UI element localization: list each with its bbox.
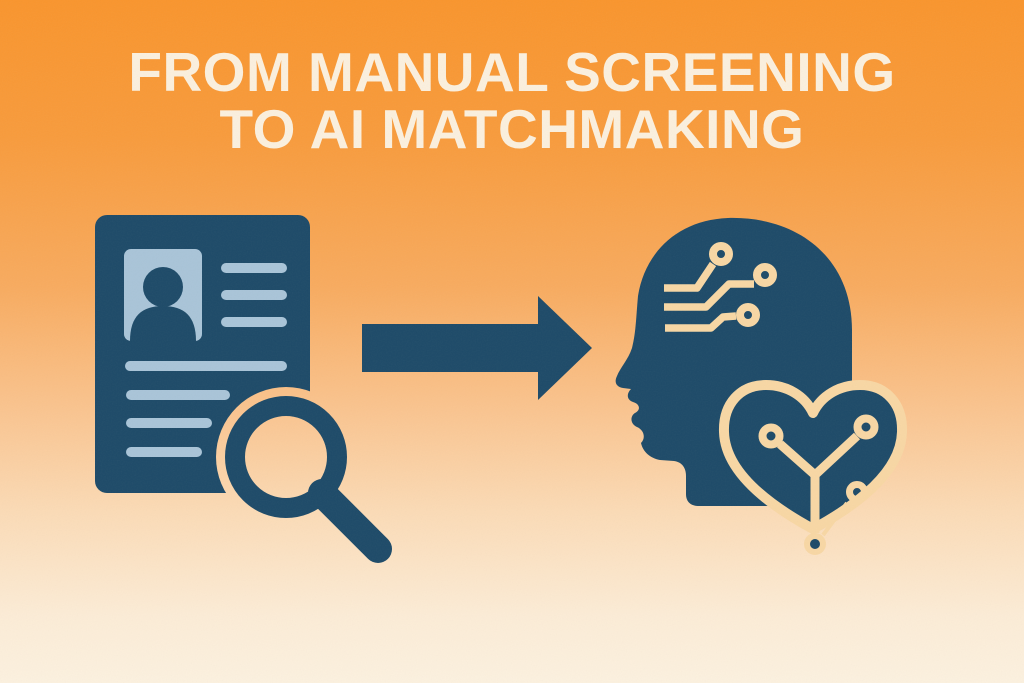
illustration <box>0 0 1024 683</box>
grain-overlay <box>0 0 1024 683</box>
infographic-canvas: FROM MANUAL SCREENING TO AI MATCHMAKING <box>0 0 1024 683</box>
